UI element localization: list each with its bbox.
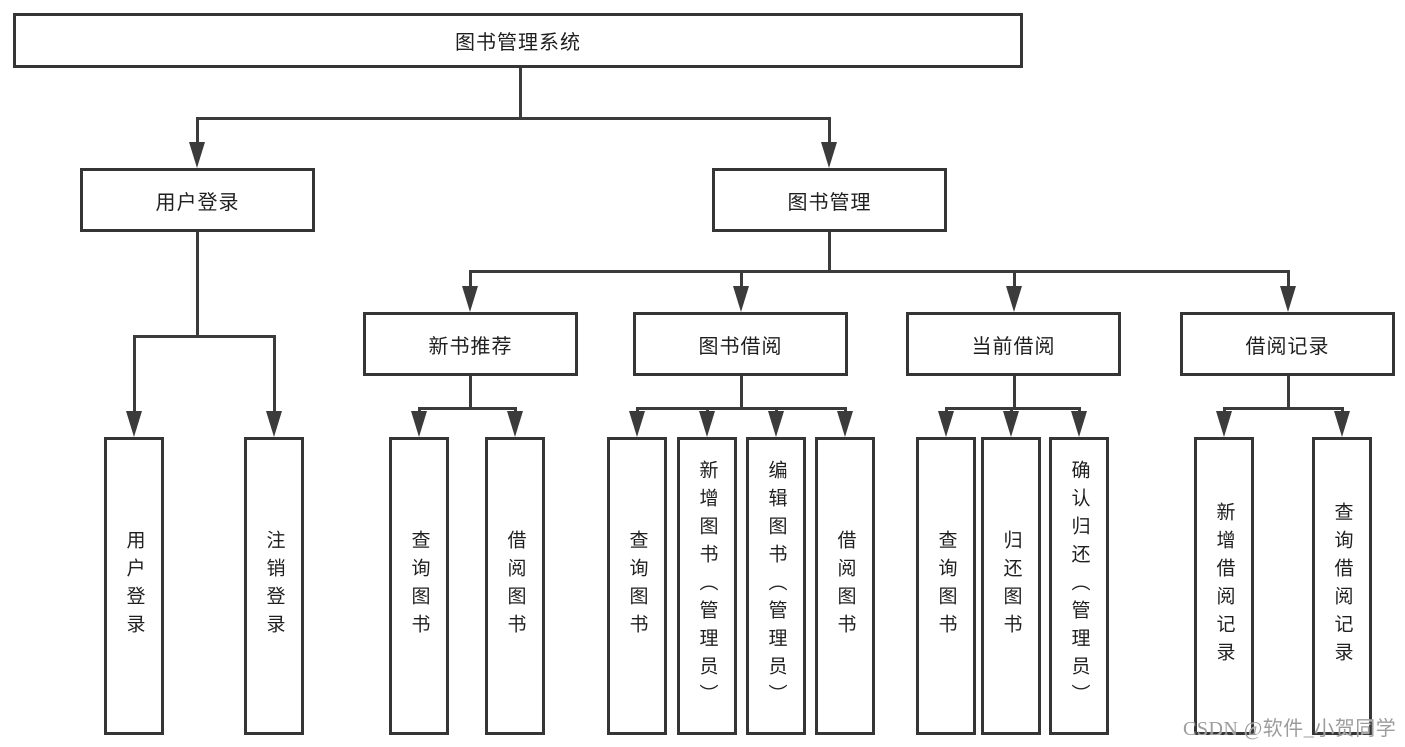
connector-line (1012, 376, 1016, 408)
leaf-logout: 注销登录 (244, 437, 304, 735)
connector-line (195, 232, 199, 338)
arrow-down-icon (837, 411, 853, 437)
arrow-down-icon (768, 411, 784, 437)
leaf-label: 查询图书 (626, 530, 648, 642)
leaf-label: 新增借阅记录 (1213, 502, 1235, 670)
connector-line (272, 335, 276, 415)
node-label: 新书推荐 (428, 335, 513, 358)
leaf-label: 查询图书 (935, 530, 957, 642)
leaf-label: 查询借阅记录 (1331, 502, 1353, 670)
connector-line (1286, 269, 1290, 290)
connector-line (518, 68, 522, 118)
leaf-label: 借阅图书 (504, 530, 526, 642)
arrow-down-icon (411, 411, 427, 437)
connector-line (132, 335, 276, 338)
leaf-query-books-current: 查询图书 (916, 437, 976, 735)
connector-line (469, 269, 472, 290)
connector-line (469, 376, 472, 408)
leaf-query-books-recommend: 查询图书 (389, 437, 449, 735)
leaf-label: 注销登录 (263, 530, 285, 642)
connector-line (195, 116, 831, 120)
node-library-management-system: 图书管理系统 (13, 13, 1023, 68)
leaf-label: 借阅图书 (834, 530, 856, 642)
leaf-label: 新增图书（管理员） (696, 460, 718, 712)
leaf-label: 编辑图书（管理员） (765, 460, 787, 712)
connector-line (827, 232, 831, 272)
arrow-down-icon (1216, 411, 1232, 437)
leaf-label: 查询图书 (408, 530, 430, 642)
connector-line (1012, 269, 1016, 290)
leaf-confirm-return-admin: 确认归还（管理员） (1049, 437, 1109, 735)
leaf-query-borrow-record: 查询借阅记录 (1312, 437, 1372, 735)
connector-line (417, 406, 517, 410)
arrow-down-icon (821, 142, 837, 168)
leaf-add-borrow-record: 新增借阅记录 (1194, 437, 1254, 735)
watermark: CSDN @软件_小贺同学 (1183, 718, 1397, 740)
arrow-down-icon (1003, 411, 1019, 437)
connector-line (739, 269, 743, 290)
leaf-query-books-borrow: 查询图书 (607, 437, 667, 735)
arrow-down-icon (938, 411, 954, 437)
arrow-down-icon (629, 411, 645, 437)
node-borrowing-records: 借阅记录 (1180, 312, 1395, 376)
node-label: 当前借阅 (971, 335, 1056, 358)
connector-line (635, 406, 847, 410)
node-label: 图书借阅 (698, 335, 783, 358)
node-label: 图书管理 (787, 191, 872, 214)
connector-line (132, 335, 136, 415)
connector-line (195, 116, 199, 144)
leaf-add-book-admin: 新增图书（管理员） (677, 437, 737, 735)
arrow-down-icon (1280, 286, 1296, 312)
node-current-borrowing: 当前借阅 (906, 312, 1121, 376)
arrow-down-icon (1071, 411, 1087, 437)
leaf-borrow-books: 借阅图书 (815, 437, 875, 735)
node-book-borrowing: 图书借阅 (633, 312, 848, 376)
leaf-label: 用户登录 (123, 530, 145, 642)
node-book-management: 图书管理 (712, 168, 947, 232)
node-user-login: 用户登录 (80, 168, 315, 232)
leaf-label: 归还图书 (1000, 530, 1022, 642)
node-new-book-recommendation: 新书推荐 (363, 312, 578, 376)
node-label: 借阅记录 (1245, 335, 1330, 358)
node-label: 图书管理系统 (455, 32, 581, 54)
arrow-down-icon (507, 411, 523, 437)
arrow-down-icon (733, 286, 749, 312)
leaf-borrow-books-recommend: 借阅图书 (485, 437, 545, 735)
leaf-user-login: 用户登录 (104, 437, 164, 735)
connector-line (468, 269, 1290, 273)
arrow-down-icon (266, 411, 282, 437)
connector-line (1222, 406, 1344, 410)
leaf-label: 确认归还（管理员） (1068, 460, 1090, 712)
arrow-down-icon (1334, 411, 1350, 437)
arrow-down-icon (1006, 286, 1022, 312)
connector-line (827, 116, 831, 144)
arrow-down-icon (189, 142, 205, 168)
arrow-down-icon (462, 286, 478, 312)
node-label: 用户登录 (155, 191, 240, 214)
connector-line (1286, 376, 1290, 408)
arrow-down-icon (699, 411, 715, 437)
connector-line (944, 406, 1081, 410)
connector-line (739, 376, 743, 408)
arrow-down-icon (126, 411, 142, 437)
leaf-edit-book-admin: 编辑图书（管理员） (746, 437, 806, 735)
leaf-return-book: 归还图书 (981, 437, 1041, 735)
